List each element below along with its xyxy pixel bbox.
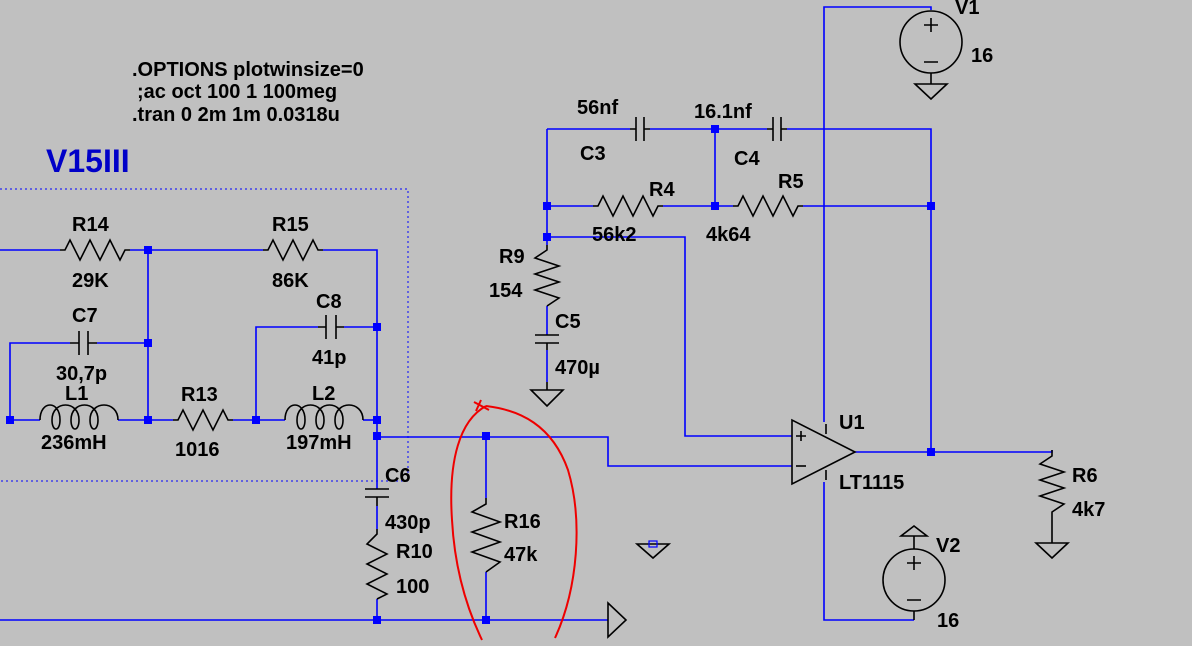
capacitor-c6[interactable]: C6 430p: [365, 465, 431, 534]
resistor-r13[interactable]: R13 1016: [173, 384, 233, 461]
r10-label: R10: [396, 541, 433, 563]
r13-value: 1016: [175, 439, 220, 461]
resistor-r14[interactable]: R14 29K: [60, 214, 130, 292]
red-annotation-circle: [450, 399, 578, 641]
r5-value: 4k64: [706, 224, 751, 246]
ground-icon: [529, 382, 565, 408]
capacitor-c3[interactable]: 56nf C3: [577, 97, 650, 165]
capacitor-c5[interactable]: C5 470µ: [535, 311, 600, 379]
resistor-r4[interactable]: R4 56k2: [592, 179, 675, 246]
r15-value: 86K: [272, 270, 309, 292]
l1-label: L1: [65, 383, 88, 405]
c7-label: C7: [72, 305, 98, 327]
c3-value: 56nf: [577, 97, 618, 119]
v1-value: 16: [971, 45, 993, 67]
c6-value: 430p: [385, 512, 431, 534]
u1-value: LT1115: [839, 472, 904, 494]
capacitor-c8[interactable]: C8 41p: [312, 291, 346, 369]
capacitor-c7[interactable]: C7 30,7p: [56, 305, 107, 385]
c5-label: C5: [555, 311, 581, 333]
v2-value: 16: [937, 610, 959, 632]
u1-label: U1: [839, 412, 865, 434]
v2-label: V2: [936, 535, 960, 557]
ground-symbols: [529, 83, 1071, 560]
wires: [0, 6, 1053, 621]
inductor-l1[interactable]: L1 236mH: [39, 383, 119, 454]
r16-value: 47k: [504, 544, 538, 566]
r16-label: R16: [504, 511, 541, 533]
l1-value: 236mH: [41, 432, 107, 454]
voltage-source-v1[interactable]: V1 16: [899, 0, 993, 84]
resistor-r15[interactable]: R15 86K: [263, 214, 323, 292]
r9-label: R9: [499, 246, 525, 268]
spice-directives[interactable]: .OPTIONS plotwinsize=0 ;ac oct 100 1 100…: [132, 59, 364, 126]
ground-icon: [634, 543, 672, 560]
r14-label: R14: [72, 214, 110, 236]
r9-value: 154: [489, 280, 523, 302]
r15-label: R15: [272, 214, 309, 236]
block-title: V15III: [46, 143, 130, 179]
r13-label: R13: [181, 384, 218, 406]
r14-value: 29K: [72, 270, 109, 292]
output-port-icon: [607, 601, 628, 639]
r4-label: R4: [649, 179, 675, 201]
resistor-r10[interactable]: R10 100: [365, 529, 433, 600]
l2-value: 197mH: [286, 432, 352, 454]
voltage-source-v2[interactable]: V2 16: [882, 524, 960, 632]
opamp-u1[interactable]: U1 LT1115: [791, 412, 904, 494]
resistor-r5[interactable]: R5 4k64: [706, 171, 804, 246]
junction-dots: [6, 125, 935, 624]
ground-icon: [912, 83, 950, 101]
resistor-r9[interactable]: R9 154: [489, 245, 562, 307]
resistor-r6[interactable]: R6 4k7: [1037, 450, 1105, 543]
inductor-l2[interactable]: L2 197mH: [284, 383, 364, 454]
ground-icon: [1033, 542, 1071, 560]
resistor-r16[interactable]: R16 47k: [469, 498, 541, 573]
c8-label: C8: [316, 291, 342, 313]
c5-value: 470µ: [555, 357, 600, 379]
c8-value: 41p: [312, 347, 346, 369]
r6-value: 4k7: [1072, 499, 1105, 521]
r4-value: 56k2: [592, 224, 637, 246]
l2-label: L2: [312, 383, 335, 405]
r10-value: 100: [396, 576, 429, 598]
directive-ac[interactable]: ;ac oct 100 1 100meg: [137, 81, 337, 103]
c3-label: C3: [580, 143, 606, 165]
ground-icon: [648, 540, 658, 548]
directive-tran[interactable]: .tran 0 2m 1m 0.0318u: [132, 104, 340, 126]
capacitor-c4[interactable]: 16.1nf C4: [694, 101, 787, 170]
r6-label: R6: [1072, 465, 1098, 487]
c6-label: C6: [385, 465, 411, 487]
c4-value: 16.1nf: [694, 101, 752, 123]
c7-value: 30,7p: [56, 363, 107, 385]
directive-options[interactable]: .OPTIONS plotwinsize=0: [132, 59, 364, 81]
c4-label: C4: [734, 148, 760, 170]
r5-label: R5: [778, 171, 804, 193]
v1-label: V1: [955, 0, 979, 19]
